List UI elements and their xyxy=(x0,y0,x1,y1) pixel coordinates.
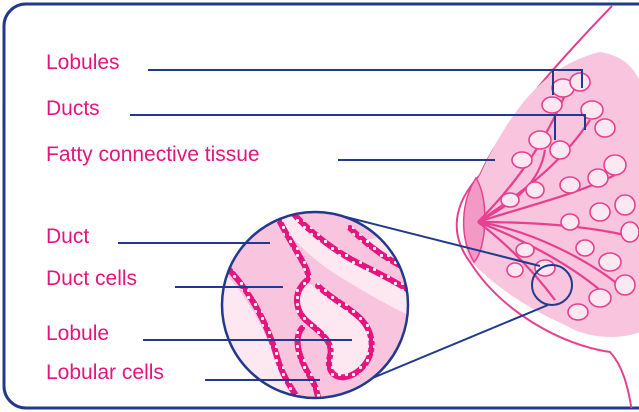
label-lobule: Lobule xyxy=(46,322,109,345)
label-lobules: Lobules xyxy=(46,51,120,74)
label-ducts: Ducts xyxy=(46,97,100,120)
label-duct-cells: Duct cells xyxy=(46,267,137,290)
label-lobular-cells: Lobular cells xyxy=(46,361,164,384)
label-fatty-connective-tissue: Fatty connective tissue xyxy=(46,143,260,166)
label-duct: Duct xyxy=(46,225,89,248)
